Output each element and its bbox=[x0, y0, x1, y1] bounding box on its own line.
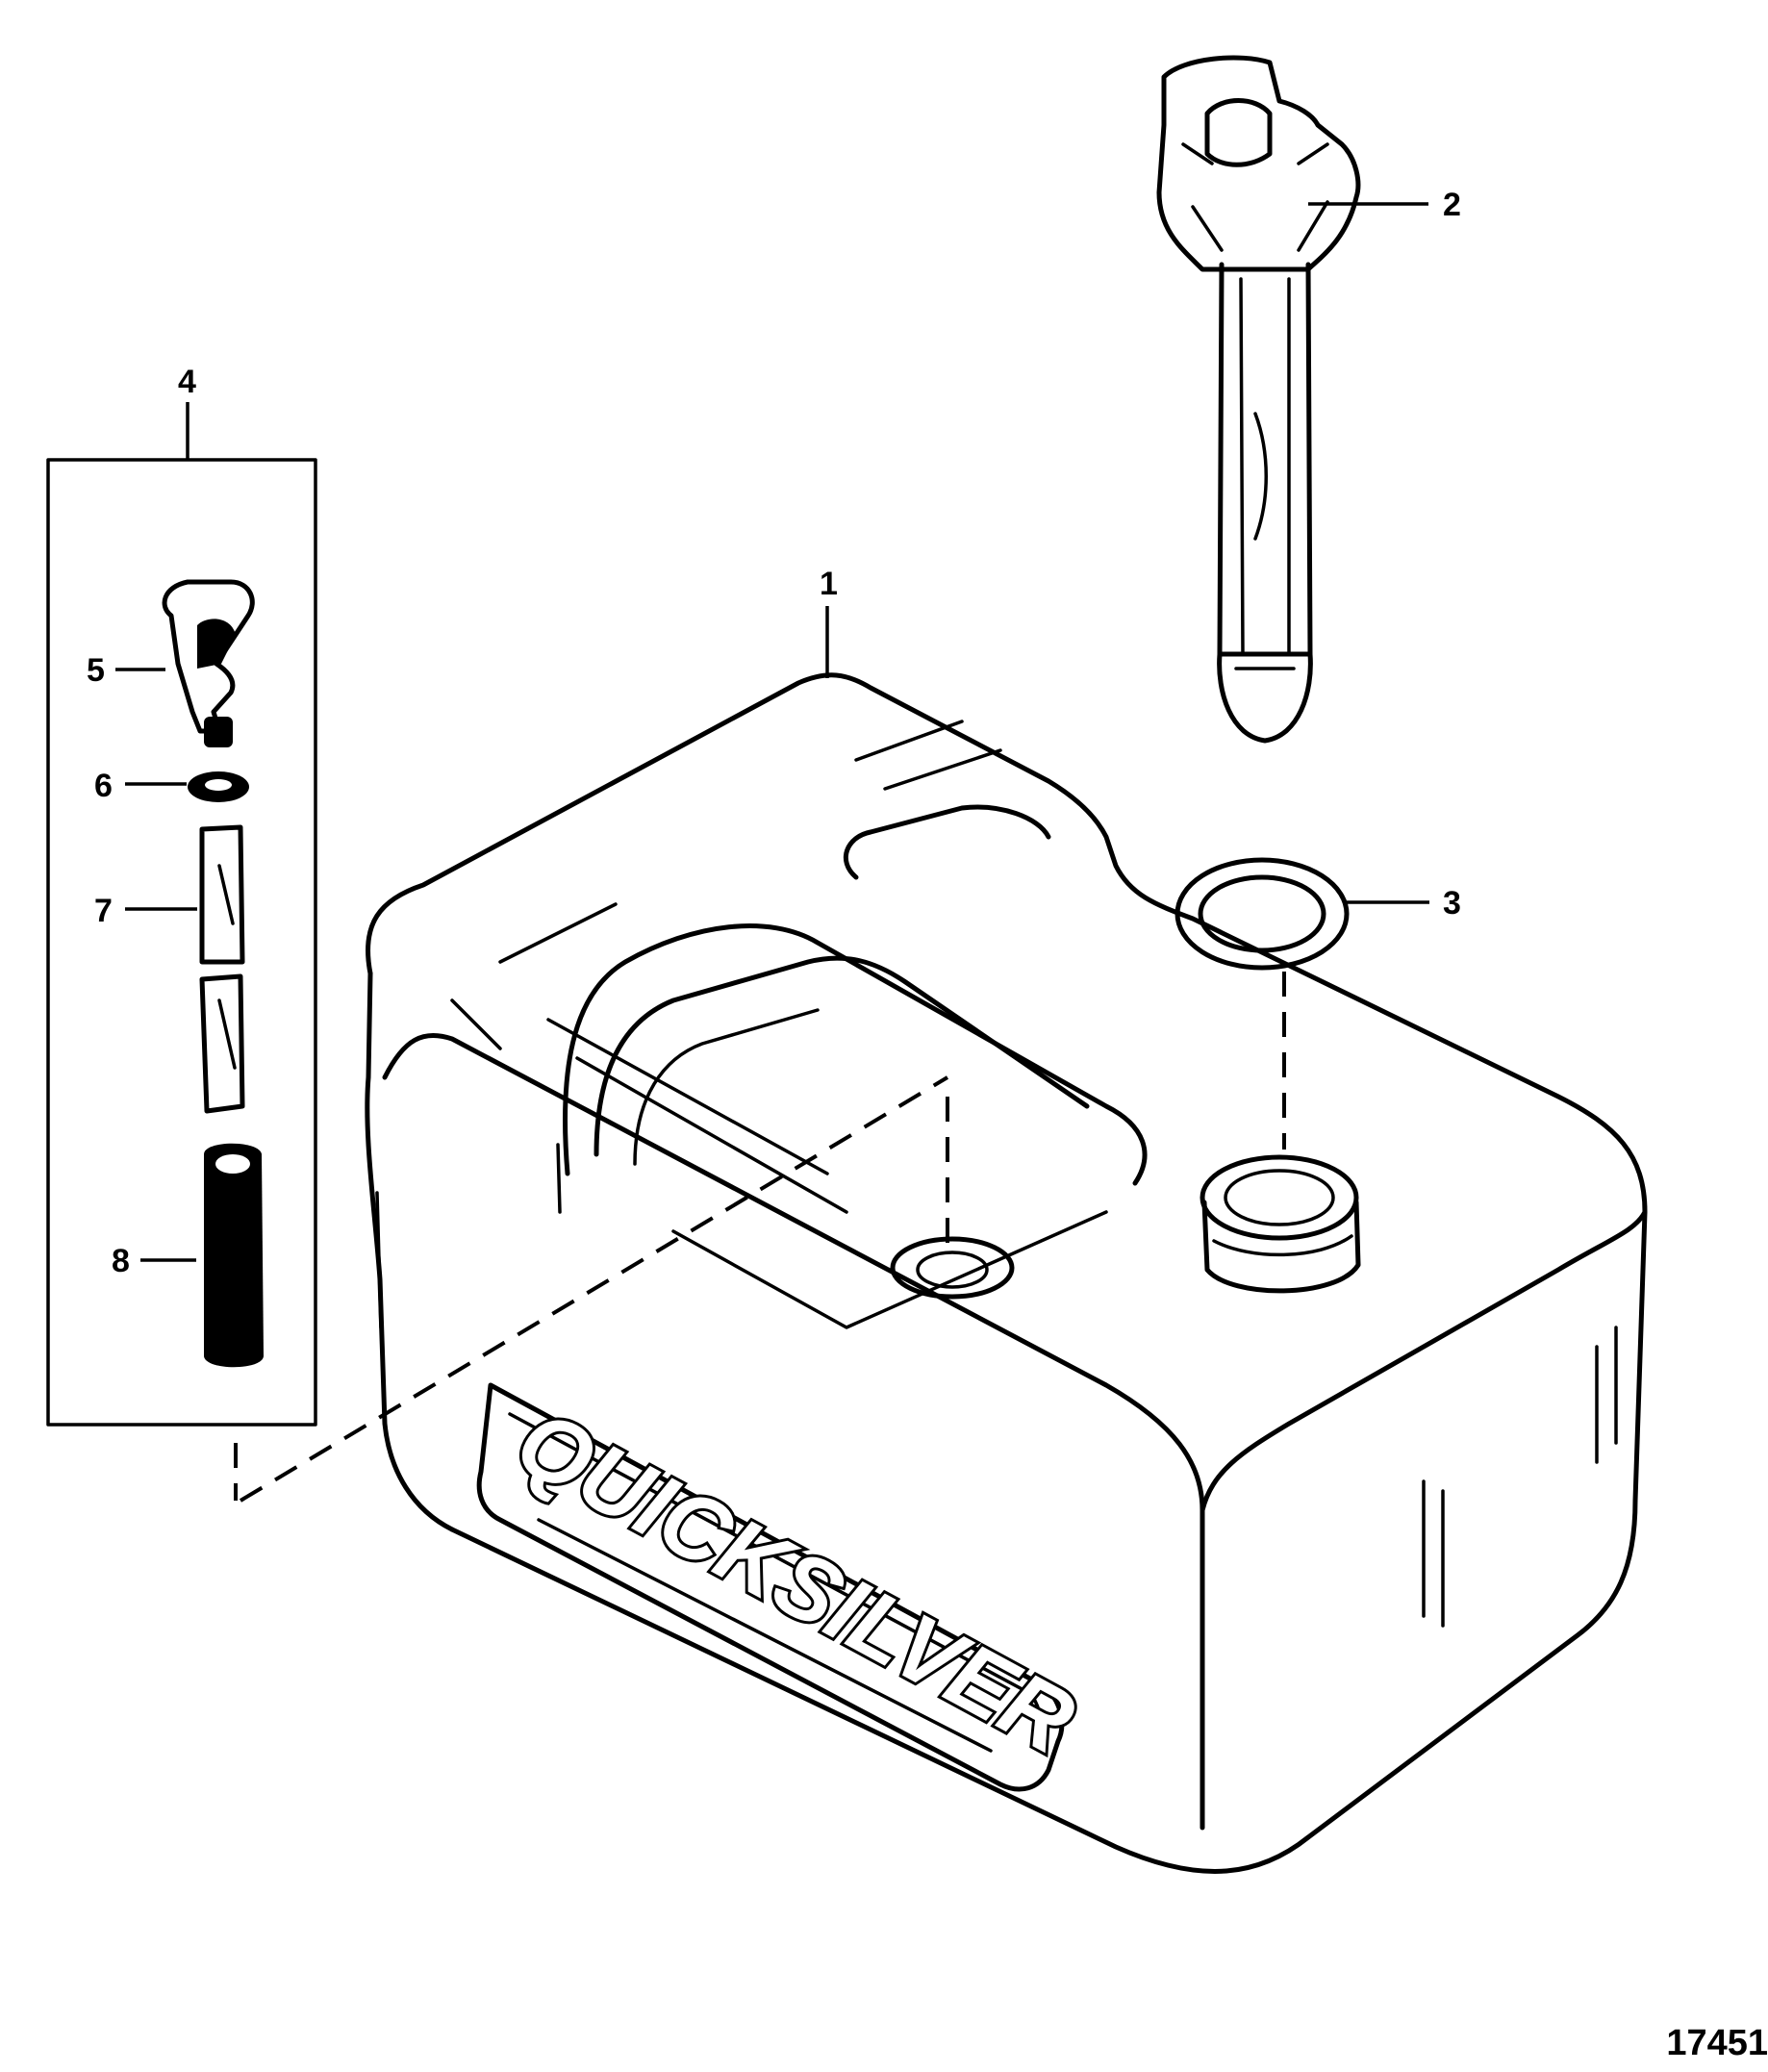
callout-2: 2 bbox=[1443, 187, 1461, 223]
callout-6: 6 bbox=[94, 768, 113, 804]
elbow-fitting bbox=[162, 579, 255, 747]
assembly-lines bbox=[234, 972, 1286, 1503]
figure-number: 17451 bbox=[1666, 2023, 1768, 2063]
fuel-filter bbox=[204, 1143, 264, 1368]
callout-5: 5 bbox=[87, 652, 105, 689]
o-ring bbox=[188, 771, 249, 802]
callout-1: 1 bbox=[820, 566, 838, 602]
pickup-assembly-box bbox=[46, 402, 317, 1427]
gasket-ring bbox=[1174, 857, 1350, 971]
callout-7: 7 bbox=[94, 893, 113, 929]
callout-8: 8 bbox=[112, 1243, 130, 1279]
fuel-gauge-cap bbox=[1156, 55, 1361, 744]
callout-4: 4 bbox=[178, 364, 196, 400]
callout-3: 3 bbox=[1443, 885, 1461, 922]
tank-logo: QUICKSILVER bbox=[500, 1389, 1090, 1773]
fuel-tank: QUICKSILVER bbox=[365, 672, 1648, 1874]
pickup-tube bbox=[199, 824, 245, 1114]
leader-lines bbox=[115, 202, 1429, 1262]
